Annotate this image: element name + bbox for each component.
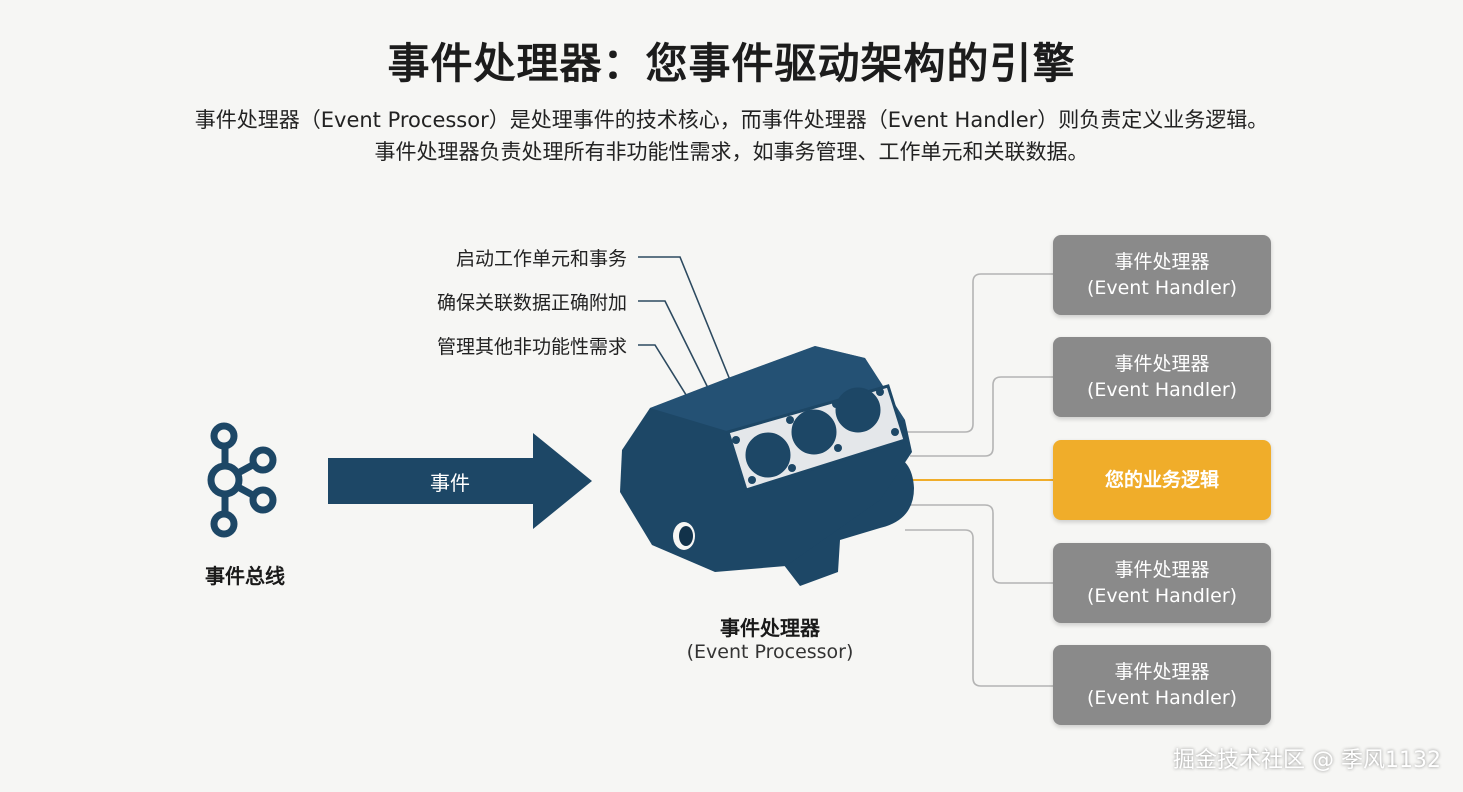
callout-correlation-data: 确保关联数据正确附加	[436, 292, 627, 314]
callout-leader-1	[638, 256, 731, 381]
connector-2	[910, 376, 1053, 457]
event-handler-box: 事件处理器 (Event Handler)	[1053, 645, 1271, 725]
handler-connectors	[905, 273, 1053, 687]
handler-title: 事件处理器	[1114, 559, 1210, 581]
business-logic-title: 您的业务逻辑	[1104, 469, 1219, 491]
connector-4	[910, 504, 1053, 584]
handler-title: 事件处理器	[1114, 661, 1210, 683]
callout-start-transaction: 启动工作单元和事务	[455, 248, 627, 270]
network-hub-icon	[207, 422, 277, 538]
callout-leader-2	[638, 300, 709, 389]
callout-leaders	[638, 256, 731, 399]
callout-leader-3	[638, 344, 689, 399]
event-handler-box: 事件处理器 (Event Handler)	[1053, 337, 1271, 417]
page-title: 事件处理器：您事件驱动架构的引擎	[387, 39, 1076, 88]
handler-title: 事件处理器	[1114, 353, 1210, 375]
connector-5	[905, 529, 1053, 687]
watermark: 掘金技术社区 @ 季风1132	[1173, 748, 1441, 773]
handler-subtitle: (Event Handler)	[1086, 687, 1238, 709]
event-processor-sublabel: (Event Processor)	[686, 641, 854, 663]
event-bus-label: 事件总线	[205, 564, 285, 588]
event-processor-label: 事件处理器	[720, 616, 820, 640]
business-logic-box: 您的业务逻辑	[1053, 440, 1271, 520]
callout-non-functional: 管理其他非功能性需求	[436, 336, 627, 358]
event-handler-box: 事件处理器 (Event Handler)	[1053, 235, 1271, 315]
connector-1	[905, 273, 1053, 433]
event-arrow-label: 事件	[430, 471, 470, 495]
handler-subtitle: (Event Handler)	[1086, 585, 1238, 607]
handler-subtitle: (Event Handler)	[1086, 277, 1238, 299]
description-line-2: 事件处理器负责处理所有非功能性需求，如事务管理、工作单元和关联数据。	[374, 140, 1089, 164]
description-line-1: 事件处理器（Event Processor）是处理事件的技术核心，而事件处理器（…	[194, 108, 1269, 132]
event-arrow	[328, 433, 592, 529]
event-handler-box: 事件处理器 (Event Handler)	[1053, 543, 1271, 623]
handler-title: 事件处理器	[1114, 251, 1210, 273]
handler-subtitle: (Event Handler)	[1086, 379, 1238, 401]
engine-block-icon	[620, 346, 914, 586]
